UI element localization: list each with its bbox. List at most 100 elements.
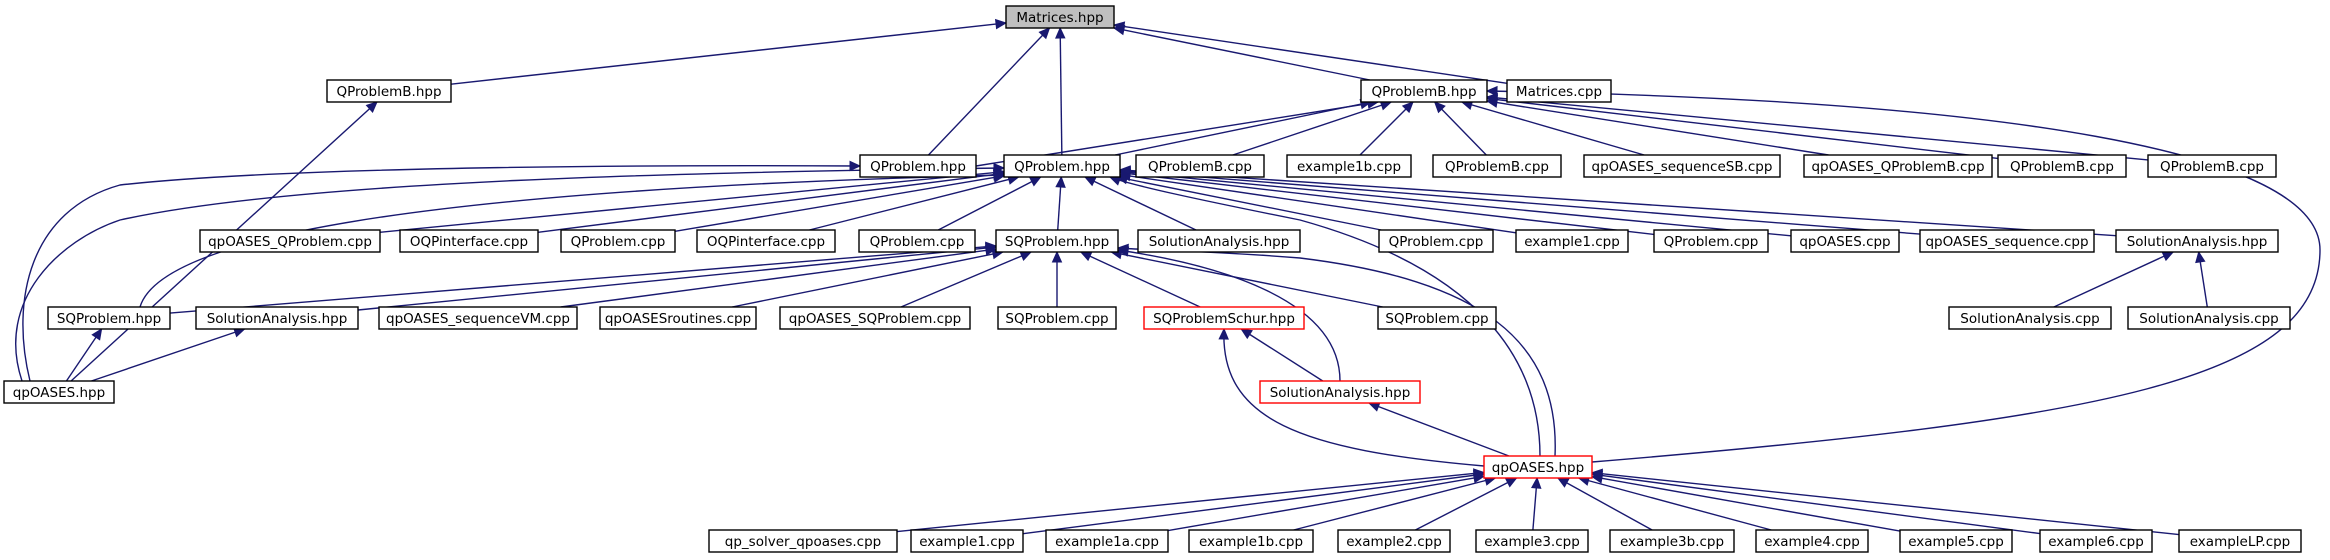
node-label: qpOASES_QProblemB.cpp xyxy=(1811,159,1984,175)
edge-qproblem_hpp_b-to-matrices_hpp xyxy=(1059,27,1063,156)
node-oqpinterface-cpp-1[interactable]: OQPinterface.cpp xyxy=(399,229,539,253)
node-example1-cpp[interactable]: example1.cpp xyxy=(910,529,1024,553)
node-sqproblem-hpp-left[interactable]: SQProblem.hpp xyxy=(47,306,171,330)
node-example3-cpp[interactable]: example3.cpp xyxy=(1475,529,1589,553)
node-qproblem-cpp-2[interactable]: QProblem.cpp xyxy=(858,229,976,253)
node-qproblemb-hpp-left[interactable]: QProblemB.hpp xyxy=(326,79,452,103)
node-qproblemb-hpp-mid[interactable]: QProblemB.hpp xyxy=(1360,79,1488,103)
arrowhead-qpoases_hpp_main-to-sqproblem_hpp_mid xyxy=(1116,243,1129,255)
node-examplelp-cpp[interactable]: exampleLP.cpp xyxy=(2178,529,2302,553)
node-label: OQPinterface.cpp xyxy=(707,234,825,250)
node-example6-cpp[interactable]: example6.cpp xyxy=(2039,529,2153,553)
node-box xyxy=(1948,306,2112,330)
arrowhead-qpoases_sqproblem_cpp-to-sqproblem_hpp_mid xyxy=(1019,251,1033,261)
node-qpoases-qproblem-cpp[interactable]: qpOASES_QProblem.cpp xyxy=(199,229,381,253)
node-solutionanalysis-cpp-2[interactable]: SolutionAnalysis.cpp xyxy=(2127,306,2291,330)
node-solutionanalysis-hpp-red[interactable]: SolutionAnalysis.hpp xyxy=(1259,380,1421,404)
node-label: QProblem.hpp xyxy=(870,159,966,175)
node-qproblem-cpp-4[interactable]: QProblem.cpp xyxy=(1653,229,1769,253)
edge-solutionanalysis_hpp_left-to-sqproblem_hpp_mid xyxy=(357,246,997,311)
node-label: example4.cpp xyxy=(1764,534,1860,550)
edge-example2_cpp-to-qpoases_hpp_main xyxy=(1415,477,1517,531)
arrowhead-qpoases_hpp_main-to-sqproblemschur_hpp xyxy=(1218,327,1229,340)
node-box xyxy=(2039,529,2153,553)
node-box xyxy=(1188,529,1314,553)
arrowhead-sqproblem_cpp_1-to-sqproblem_hpp_mid xyxy=(1051,250,1063,263)
node-qproblemb-cpp-1[interactable]: QProblemB.cpp xyxy=(1135,154,1265,178)
node-qpoases-hpp-main[interactable]: qpOASES.hpp xyxy=(1483,455,1593,479)
arrowhead-solutionanalysis_hpp_mid-to-qproblem_hpp_b xyxy=(1083,176,1097,187)
node-example1-cpp-top[interactable]: example1.cpp xyxy=(1515,229,1629,253)
node-qpoases-sequencevm-cpp[interactable]: qpOASES_sequenceVM.cpp xyxy=(378,306,578,330)
node-example5-cpp[interactable]: example5.cpp xyxy=(1899,529,2013,553)
node-example2-cpp[interactable]: example2.cpp xyxy=(1337,529,1451,553)
node-label: QProblem.cpp xyxy=(571,234,666,250)
node-matrices-cpp[interactable]: Matrices.cpp xyxy=(1506,79,1612,103)
edge-qpoases_hpp_left-to-qproblem_hpp_b xyxy=(15,167,1005,382)
node-box xyxy=(3,380,115,404)
node-box xyxy=(399,229,539,253)
edge-qpoases_hpp_main-to-qproblem_hpp_b xyxy=(1109,176,1541,457)
node-label: example1.cpp xyxy=(919,534,1015,550)
node-box xyxy=(1143,306,1305,330)
node-solutionanalysis-hpp-right[interactable]: SolutionAnalysis.hpp xyxy=(2115,229,2279,253)
node-qproblemb-cpp-4[interactable]: QProblemB.cpp xyxy=(2147,154,2277,178)
node-qproblemb-cpp-3[interactable]: QProblemB.cpp xyxy=(1997,154,2127,178)
node-solutionanalysis-cpp-1[interactable]: SolutionAnalysis.cpp xyxy=(1948,306,2112,330)
node-qpoases-hpp-left[interactable]: qpOASES.hpp xyxy=(3,380,115,404)
node-label: SQProblem.cpp xyxy=(1005,311,1108,327)
edge-qpoases_hpp_left-to-qproblem_hpp_a xyxy=(22,164,861,382)
node-qpoases-qproblemb-cpp[interactable]: qpOASES_QProblemB.cpp xyxy=(1803,154,1993,178)
edge-qpoases_qproblemb_cpp-to-qproblemb_hpp_mid xyxy=(1486,100,1829,156)
node-label: QProblemB.cpp xyxy=(1445,159,1549,175)
node-sqproblem-hpp-mid[interactable]: SQProblem.hpp xyxy=(995,229,1119,253)
node-sqproblemschur-hpp[interactable]: SQProblemSchur.hpp xyxy=(1143,306,1305,330)
node-solutionanalysis-hpp-mid[interactable]: SolutionAnalysis.hpp xyxy=(1137,229,1301,253)
node-qproblem-cpp-3[interactable]: QProblem.cpp xyxy=(1378,229,1494,253)
node-label: example1b.cpp xyxy=(1297,159,1401,175)
node-qpoases-cpp[interactable]: qpOASES.cpp xyxy=(1790,229,1900,253)
node-qpoasesroutines-cpp[interactable]: qpOASESroutines.cpp xyxy=(599,306,757,330)
node-box xyxy=(858,229,976,253)
node-oqpinterface-cpp-2[interactable]: OQPinterface.cpp xyxy=(696,229,836,253)
node-box xyxy=(1919,229,2095,253)
arrowhead-example2_cpp-to-qpoases_hpp_main xyxy=(1504,477,1518,488)
node-label: QProblem.cpp xyxy=(1389,234,1484,250)
node-example4-cpp[interactable]: example4.cpp xyxy=(1755,529,1869,553)
arrowhead-qpoases_hpp_left-to-qproblemb_hpp_left xyxy=(365,101,378,113)
node-solutionanalysis-hpp-left[interactable]: SolutionAnalysis.hpp xyxy=(195,306,359,330)
node-box xyxy=(779,306,971,330)
edge-example1a_cpp-to-qpoases_hpp_main xyxy=(1167,475,1485,532)
node-qproblem-cpp-1[interactable]: QProblem.cpp xyxy=(560,229,676,253)
node-label: SolutionAnalysis.hpp xyxy=(1149,234,1290,250)
node-matrices-hpp[interactable]: Matrices.hpp xyxy=(1005,5,1115,29)
node-box xyxy=(1515,229,1629,253)
node-example1b-cpp[interactable]: example1b.cpp xyxy=(1188,529,1314,553)
node-qproblem-hpp-b[interactable]: QProblem.hpp xyxy=(1003,154,1121,178)
edge-qproblemb_cpp_3-to-qproblemb_hpp_mid xyxy=(1486,97,1999,160)
node-qpoases-sequence-cpp[interactable]: qpOASES_sequence.cpp xyxy=(1919,229,2095,253)
edge-qpoases_hpp_main-to-sqproblemschur_hpp xyxy=(1223,328,1485,467)
node-qp-solver-qpoases-cpp[interactable]: qp_solver_qpoases.cpp xyxy=(708,529,898,553)
node-sqproblem-cpp-2[interactable]: SQProblem.cpp xyxy=(1377,306,1497,330)
node-sqproblem-cpp-1[interactable]: SQProblem.cpp xyxy=(997,306,1117,330)
arrowhead-qproblem_hpp_b-to-matrices_hpp xyxy=(1055,26,1066,39)
node-qpoases-sqproblem-cpp[interactable]: qpOASES_SQProblem.cpp xyxy=(779,306,971,330)
node-box xyxy=(1475,529,1589,553)
edge-qpoasesroutines_cpp-to-sqproblem_hpp_mid xyxy=(732,251,1003,308)
node-qpoases-sequencesb-cpp[interactable]: qpOASES_sequenceSB.cpp xyxy=(1583,154,1781,178)
node-qproblem-hpp-a[interactable]: QProblem.hpp xyxy=(859,154,977,178)
arrowhead-example3b_cpp-to-qpoases_hpp_main xyxy=(1556,477,1570,488)
arrowhead-matrices_cpp-to-matrices_hpp xyxy=(1112,21,1126,32)
node-box xyxy=(1755,529,1869,553)
node-example3b-cpp[interactable]: example3b.cpp xyxy=(1609,529,1735,553)
node-example1a-cpp[interactable]: example1a.cpp xyxy=(1045,529,1169,553)
arrowhead-qproblemb_cpp_4-to-qproblemb_hpp_mid xyxy=(1485,92,1498,104)
edge-solutionanalysis_hpp_red-to-sqproblemschur_hpp xyxy=(1240,328,1324,382)
node-label: example1b.cpp xyxy=(1199,534,1303,550)
node-label: Matrices.hpp xyxy=(1016,10,1103,26)
node-qproblemb-cpp-2[interactable]: QProblemB.cpp xyxy=(1432,154,1562,178)
node-label: example1.cpp xyxy=(1524,234,1620,250)
node-example1b-cpp-top[interactable]: example1b.cpp xyxy=(1286,154,1412,178)
edge-qproblemb_cpp_2-to-qproblemb_hpp_mid xyxy=(1434,101,1487,156)
